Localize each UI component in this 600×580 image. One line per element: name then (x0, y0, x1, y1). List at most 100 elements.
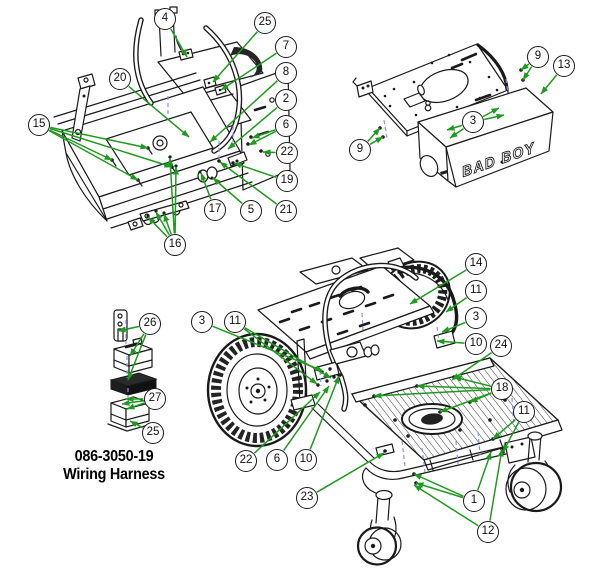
callout-22: 22 (276, 142, 298, 164)
callout-2: 2 (275, 89, 297, 111)
callout-10: 10 (465, 333, 487, 355)
leader-line (441, 321, 466, 333)
leader-line (227, 106, 278, 150)
leader-line (126, 402, 145, 410)
callout-5: 5 (240, 200, 262, 222)
part-label: 086-3050-19 Wiring Harness (41, 448, 187, 484)
leader-line (369, 136, 384, 145)
leader-line (439, 392, 492, 413)
leader-lines (48, 28, 558, 527)
leader-line (127, 334, 147, 381)
leader-line (415, 482, 464, 499)
leader-line (163, 213, 172, 235)
leader-line (520, 63, 530, 71)
leader-line (219, 161, 278, 205)
leader-line (147, 216, 168, 238)
leader-line (49, 129, 113, 161)
leader-line (489, 448, 504, 521)
callout-1: 1 (463, 490, 485, 512)
callout-23: 23 (296, 487, 318, 509)
part-name: Wiring Harness (63, 466, 165, 483)
callout-22: 22 (235, 450, 257, 472)
callout-25: 25 (254, 12, 276, 34)
callout-11: 11 (513, 401, 535, 423)
callout-10: 10 (295, 449, 317, 471)
leader-line (244, 327, 332, 379)
leader-line (484, 113, 505, 121)
callout-25: 25 (142, 422, 164, 444)
leader-line (167, 157, 176, 234)
leader-line (492, 419, 516, 440)
callout-15: 15 (28, 114, 50, 136)
callout-11: 11 (465, 280, 487, 302)
leader-line (155, 211, 170, 236)
callout-3: 3 (191, 311, 213, 333)
leader-line (212, 325, 324, 372)
leader-line (453, 375, 491, 387)
callout-18: 18 (491, 378, 513, 400)
leader-line (436, 338, 465, 345)
leader-line (409, 269, 467, 305)
leader-line (477, 451, 492, 491)
leader-line (413, 473, 464, 497)
callout-16: 16 (164, 234, 186, 256)
callout-24: 24 (490, 335, 512, 357)
leader-line (48, 129, 139, 181)
leader-line (200, 172, 212, 200)
callout-20: 20 (109, 68, 131, 90)
mower-illustration (206, 247, 563, 566)
leader-line (117, 325, 139, 333)
callout-3: 3 (462, 111, 484, 133)
callout-19: 19 (276, 170, 298, 192)
leader-line (316, 452, 385, 493)
leader-line (121, 399, 144, 406)
callout-11: 11 (224, 311, 246, 333)
leader-line (451, 351, 493, 381)
leader-line (220, 52, 277, 91)
leader-line (248, 130, 277, 146)
callout-17: 17 (204, 199, 226, 221)
callout-4: 4 (154, 8, 176, 30)
leader-line (128, 85, 190, 138)
callout-27: 27 (144, 388, 166, 410)
leader-line (413, 484, 479, 527)
leader-line (170, 28, 188, 58)
callout-6: 6 (266, 449, 288, 471)
callout-21: 21 (275, 200, 297, 222)
leader-line (482, 107, 500, 118)
leader-line (172, 166, 179, 234)
callout-8: 8 (275, 62, 297, 84)
leader-line (367, 127, 381, 143)
leader-line (373, 388, 491, 399)
callout-3: 3 (465, 307, 487, 329)
leader-line (243, 328, 318, 385)
callout-12: 12 (477, 521, 499, 543)
callout-9: 9 (527, 46, 549, 68)
leader-line (50, 126, 149, 150)
leader-line (540, 74, 558, 95)
leader-line (253, 391, 321, 454)
callout-14: 14 (465, 253, 487, 275)
callout-6: 6 (275, 115, 297, 137)
leader-line (416, 383, 491, 390)
seat-plate-box-illustration: BAD BOY (352, 43, 554, 188)
leader-line (502, 421, 520, 453)
leader-line (449, 127, 465, 139)
callout-7: 7 (275, 36, 297, 58)
plate-holes (383, 53, 499, 117)
leader-line (446, 124, 463, 131)
leader-line (212, 177, 243, 205)
callout-9: 9 (349, 139, 371, 161)
leader-line (233, 162, 277, 179)
leader-line (445, 296, 468, 313)
callout-13: 13 (553, 55, 575, 77)
leader-line (262, 149, 276, 156)
leader-line (251, 129, 276, 139)
leader-line (309, 375, 340, 450)
leader-line (129, 420, 144, 429)
leader-line (212, 31, 258, 83)
leader-line (49, 127, 173, 168)
leader-line (522, 66, 533, 81)
